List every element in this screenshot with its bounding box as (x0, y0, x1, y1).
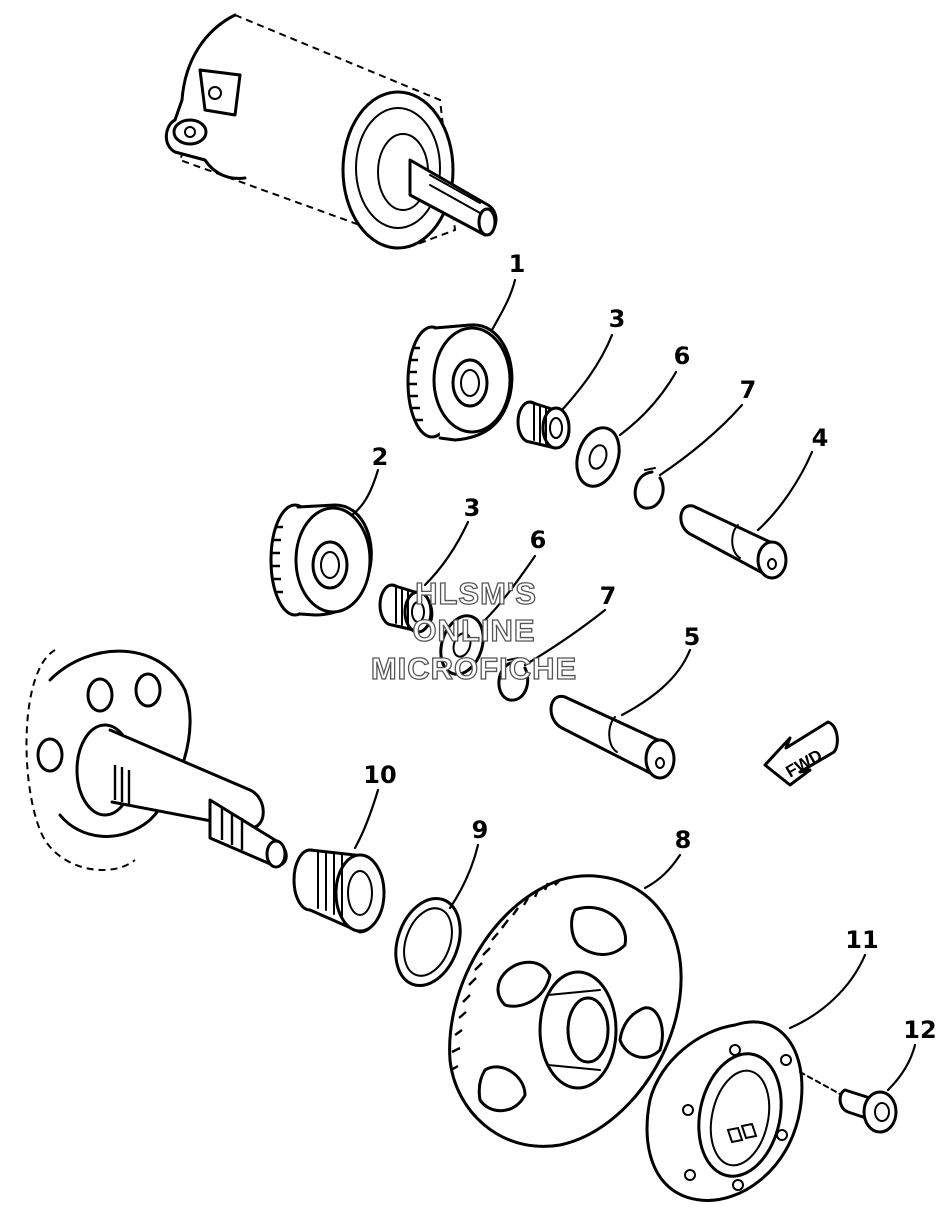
callout-4: 4 (812, 424, 829, 452)
watermark: HLSM'S ONLINE MICROFICHE (370, 575, 577, 686)
watermark-line-2: ONLINE (412, 613, 535, 648)
callout-6-upper: 6 (674, 342, 691, 370)
gear-2 (269, 503, 373, 617)
watermark-line-1: HLSM'S (415, 576, 537, 611)
circlip-upper (633, 467, 665, 510)
callout-5: 5 (684, 623, 701, 651)
washer-9 (394, 896, 462, 988)
callout-labels: 1 2 3 3 4 5 6 6 7 7 8 9 10 11 12 (363, 250, 936, 1044)
starter-motor (164, 13, 498, 250)
callout-10: 10 (363, 761, 396, 789)
bolt-12 (799, 1071, 898, 1134)
washer-lower (439, 614, 485, 676)
callout-8: 8 (675, 826, 692, 854)
callout-7-lower: 7 (600, 582, 617, 610)
needle-bearing-lower (378, 583, 434, 634)
callout-12: 12 (903, 1016, 936, 1044)
callout-6-lower: 6 (530, 526, 547, 554)
callout-11: 11 (845, 926, 878, 954)
callout-1: 1 (509, 250, 526, 278)
watermark-line-3: MICROFICHE (371, 651, 577, 686)
one-way-clutch-11 (645, 1020, 804, 1202)
callout-2: 2 (372, 443, 389, 471)
crankshaft-assembly (25, 649, 288, 871)
callout-3-upper: 3 (609, 305, 626, 333)
callout-7-upper: 7 (740, 376, 757, 404)
circlip-lower (497, 657, 530, 702)
callout-9: 9 (472, 816, 489, 844)
shaft-5 (549, 695, 676, 780)
needle-bearing-upper (516, 400, 571, 450)
forward-direction-arrow: FWD (763, 720, 839, 787)
gear-1 (406, 323, 514, 442)
needle-bearing-10 (292, 848, 386, 934)
callout-3-lower: 3 (464, 494, 481, 522)
shaft-4 (679, 504, 788, 580)
leader-lines (350, 278, 917, 1092)
washer-upper (575, 426, 621, 488)
starter-gear-8 (448, 874, 683, 1148)
